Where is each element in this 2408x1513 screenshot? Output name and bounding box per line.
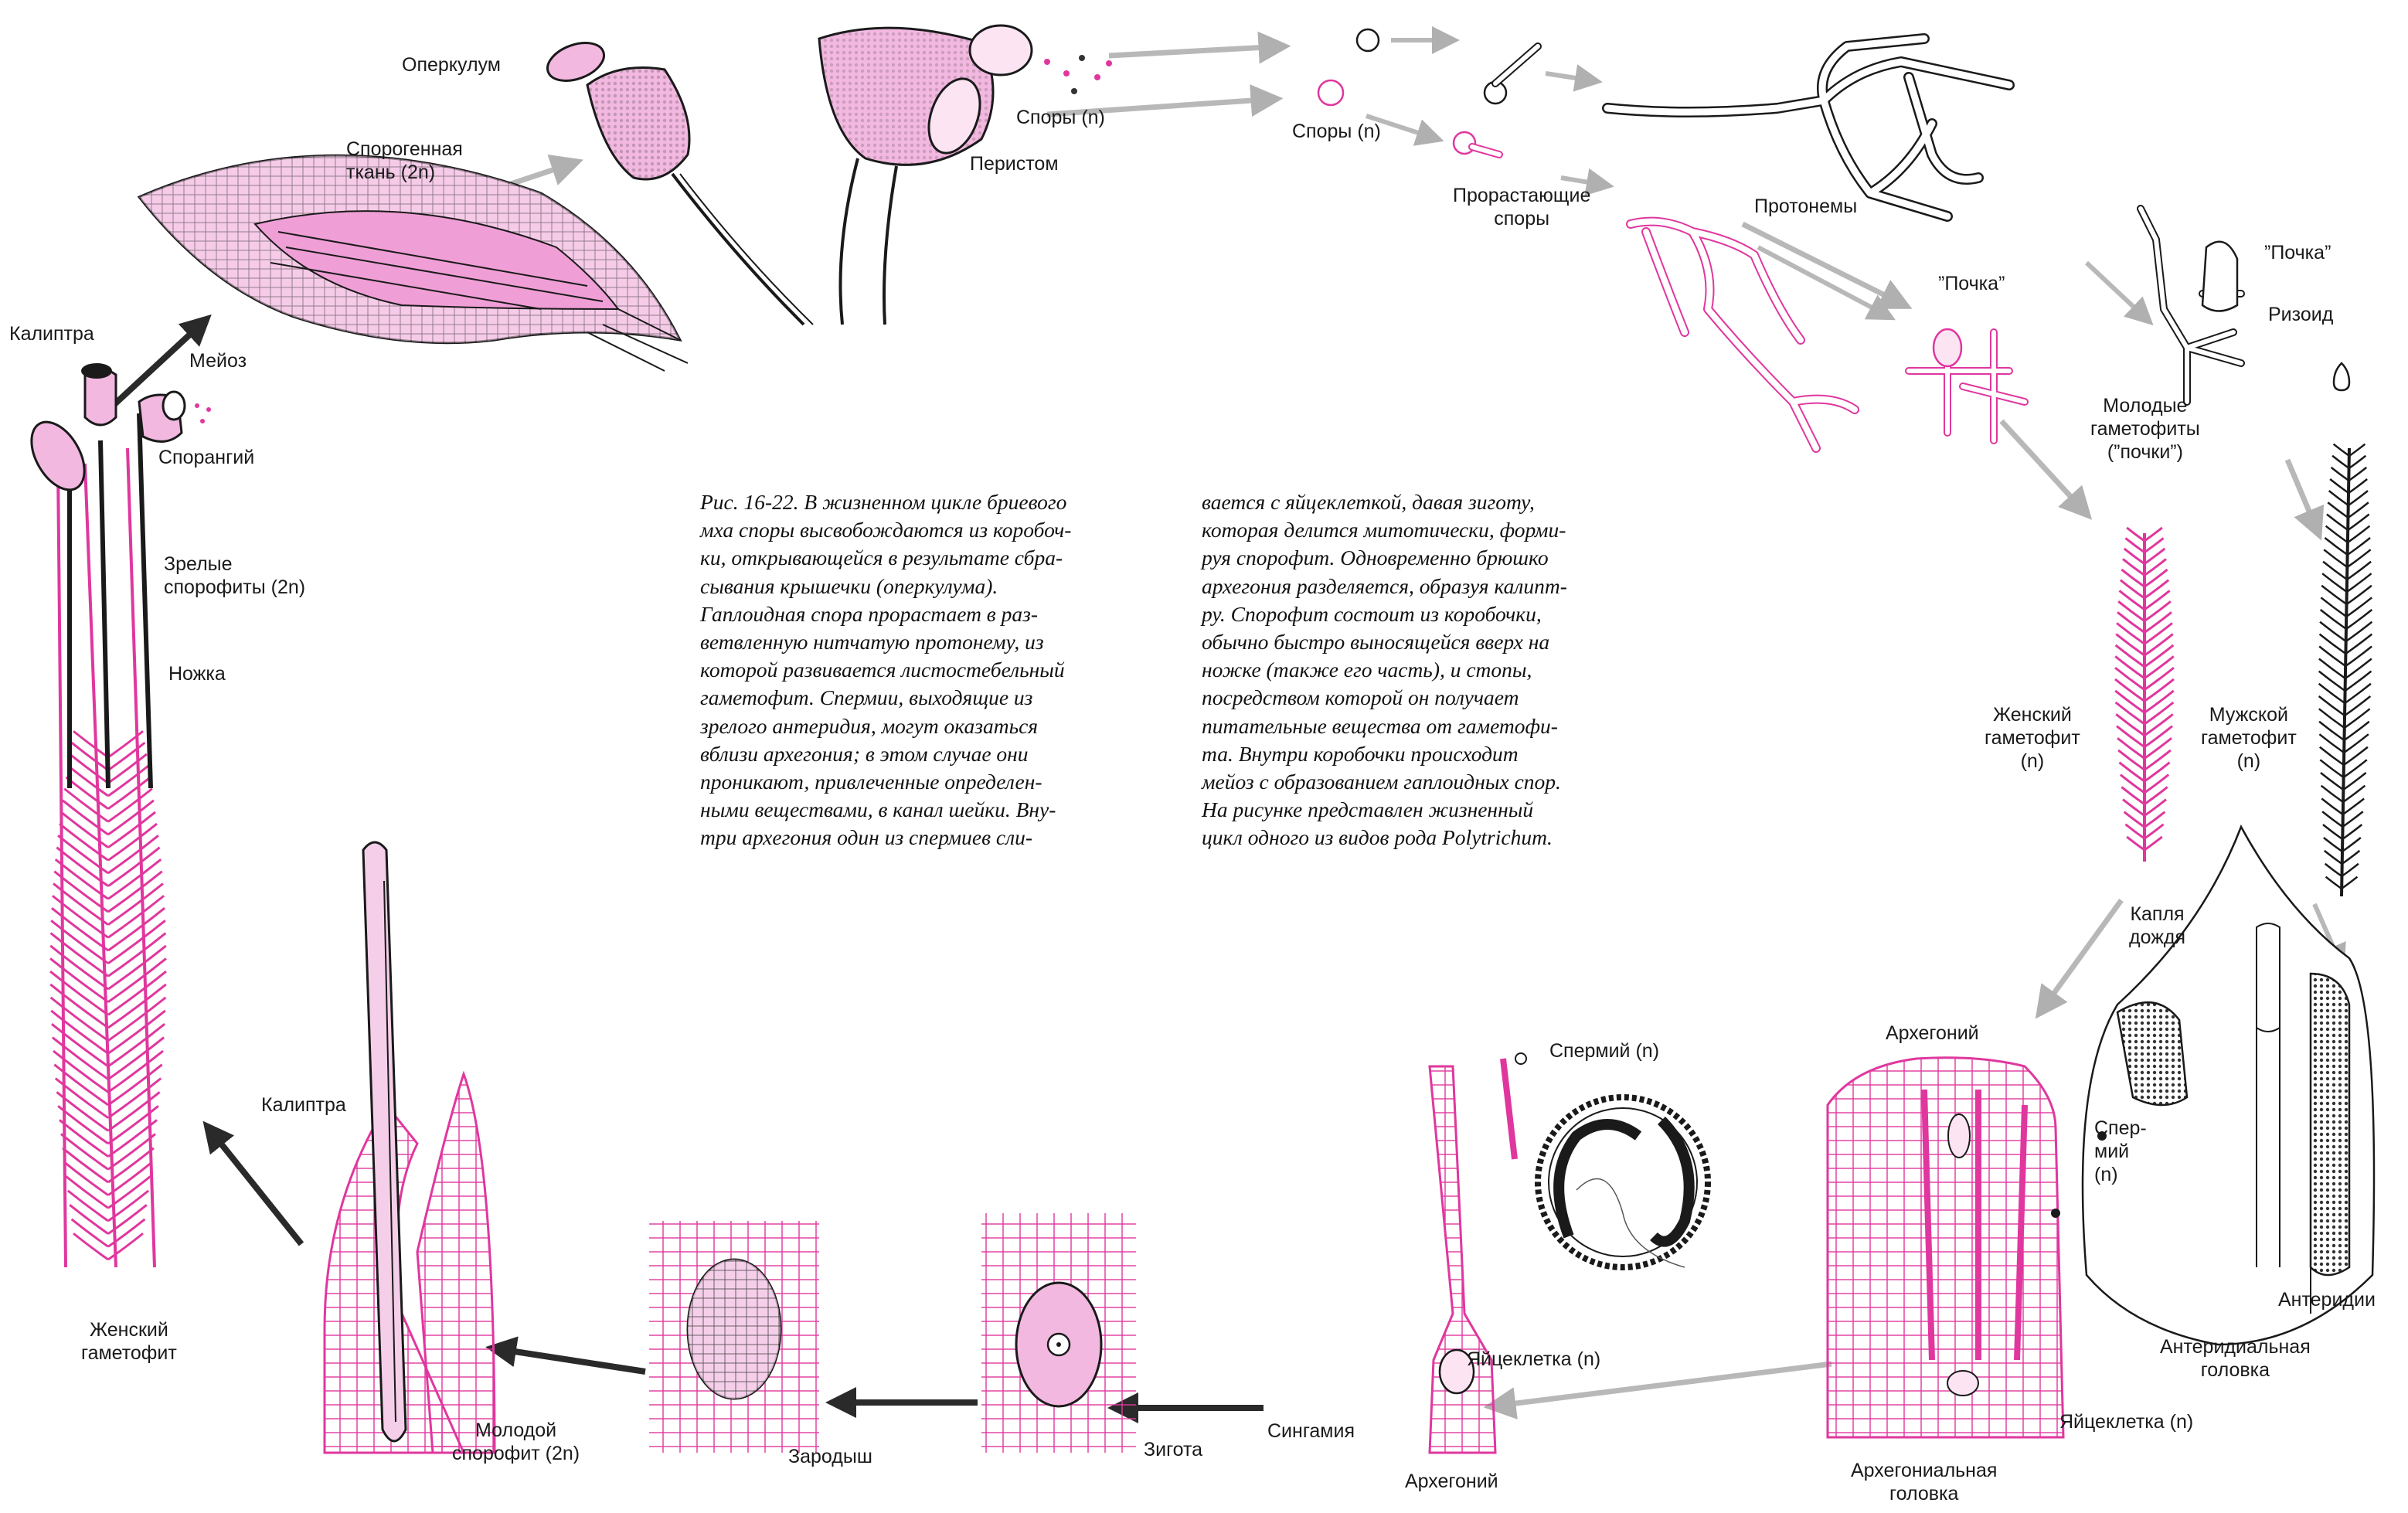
label-sperm-top: Спермий (n) bbox=[1549, 1040, 1659, 1062]
label-antheridial-head: Антеридиальная головка bbox=[2160, 1335, 2311, 1382]
label-germinating-spores: Прорастающие споры bbox=[1453, 184, 1590, 230]
caption-line: которой развивается листостебельный bbox=[700, 656, 1071, 684]
caption-line: гаметофит. Спермии, выходящие из bbox=[700, 684, 1071, 712]
sperm-magnified bbox=[1538, 1097, 1708, 1267]
caption-line: Гаплоидная спора прорастает в раз- bbox=[700, 600, 1071, 628]
label-spores-mid: Споры (n) bbox=[1292, 121, 1381, 142]
caption-line: ными веществами, в канал шейки. Вну- bbox=[700, 796, 1071, 824]
arrow-embryo-to-young-sporophyte bbox=[495, 1348, 645, 1372]
caption-line: На рисунке представлен жизненный bbox=[1202, 796, 1567, 824]
caption-line: вается с яйцеклеткой, давая зиготу, bbox=[1202, 488, 1567, 516]
label-female-gametophyte-left: Женский гаметофит bbox=[81, 1318, 177, 1365]
caption-line: цикл одного из видов рода Polytrichum. bbox=[1202, 824, 1567, 852]
archegonium-figure bbox=[1430, 1053, 1526, 1453]
caption-line: руя спорофит. Одновременно брюшко bbox=[1202, 544, 1567, 572]
caption-line: ножке (также его часть), и стопы, bbox=[1202, 656, 1567, 684]
label-male-gametophyte: Мужской гаметофит (n) bbox=[2201, 703, 2297, 773]
caption-line: мейоз с образованием гаплоидных спор. bbox=[1202, 768, 1567, 796]
female-gametophyte-mid bbox=[2115, 528, 2174, 862]
label-spores-top: Споры (n) bbox=[1016, 107, 1105, 128]
label-raindrop: Капля дождя bbox=[2129, 903, 2185, 949]
label-young-sporophyte: Молодой спорофит (2n) bbox=[452, 1419, 580, 1465]
caption-right: вается с яйцеклеткой, давая зиготу,котор… bbox=[1202, 488, 1567, 852]
young-sporophyte-figure bbox=[301, 842, 495, 1453]
arrow-protonemata-to-young bbox=[2087, 263, 2148, 321]
caption-line: та. Внутри коробочки происходит bbox=[1202, 740, 1567, 768]
label-rhizoid: Ризоид bbox=[2268, 304, 2334, 325]
caption-line: питательные вещества от гаметофи- bbox=[1202, 712, 1567, 740]
caption-line: посредством которой он получает bbox=[1202, 684, 1567, 712]
capsule-section bbox=[139, 155, 688, 371]
label-meiosis: Мейоз bbox=[189, 350, 247, 372]
caption-line: проникают, привлеченные определен- bbox=[700, 768, 1071, 796]
label-seta: Ножка bbox=[168, 663, 226, 685]
label-archegonium-bottom: Архегоний bbox=[1405, 1470, 1498, 1492]
caption-line: мха споры высвобождаются из коробоч- bbox=[700, 516, 1071, 544]
caption-line: зрелого антеридия, могут оказаться bbox=[700, 712, 1071, 740]
male-gametophyte bbox=[2319, 444, 2372, 896]
caption-line: архегония разделяется, образуя калипт- bbox=[1202, 573, 1567, 600]
spores-protonemata bbox=[1318, 29, 2349, 448]
archegonial-head bbox=[1828, 1058, 2063, 1437]
caption-line: ру. Спорофит состоит из коробочки, bbox=[1202, 600, 1567, 628]
label-antheridia: Антеридии bbox=[2278, 1289, 2376, 1311]
label-archegonial-head: Архегониальная головка bbox=[1851, 1459, 1997, 1505]
label-mature-sporophytes: Зрелые спорофиты (2n) bbox=[164, 552, 305, 599]
label-sperm-right: Спер- мий (n) bbox=[2094, 1117, 2147, 1186]
label-archegonium-head-top: Архегоний bbox=[1886, 1022, 1979, 1044]
caption-line: Рис. 16-22. В жизненном цикле бриевого bbox=[700, 488, 1071, 516]
caption-line: три архегония один из спермиев сли- bbox=[700, 824, 1071, 852]
caption-line: ки, открывающейся в результате сбра- bbox=[700, 544, 1071, 572]
caption-line: вблизи архегония; в этом случае они bbox=[700, 740, 1071, 768]
arrow-bud-to-female bbox=[2002, 421, 2087, 514]
embryo-figure bbox=[649, 1221, 819, 1453]
label-zygote: Зигота bbox=[1144, 1439, 1202, 1460]
caption-line: обычно быстро выносящейся вверх на bbox=[1202, 628, 1567, 656]
caption-line: сывания крышечки (оперкулума). bbox=[700, 573, 1071, 600]
label-syngamy: Сингамия bbox=[1267, 1420, 1355, 1442]
label-female-gametophyte-mid: Женский гаметофит (n) bbox=[1985, 703, 2080, 773]
arrow-germ-to-protonema bbox=[1546, 73, 1596, 81]
label-protonemata: Протонемы bbox=[1754, 196, 1857, 217]
caption-line: ветвленную нитчатую протонему, из bbox=[700, 628, 1071, 656]
caption-line: которая делится митотически, форми- bbox=[1202, 516, 1567, 544]
label-sporogenous: Спорогенная ткань (2n) bbox=[346, 138, 463, 184]
label-sporangium: Спорангий bbox=[158, 447, 254, 468]
label-young-gametophytes: Молодые гаметофиты (”почки”) bbox=[2090, 394, 2200, 464]
arrow-young-to-male bbox=[2287, 460, 2318, 533]
label-peristome: Перистом bbox=[970, 153, 1059, 175]
arrow-young-sporophyte-to-gametophyte bbox=[209, 1128, 301, 1244]
label-egg-right: Яйцеклетка (n) bbox=[2059, 1411, 2193, 1433]
arrow-female-to-archegonial bbox=[2040, 900, 2121, 1012]
label-operculum: Оперкулум bbox=[402, 54, 501, 76]
open-capsule bbox=[819, 26, 1112, 325]
label-calyptra-top: Калиптра bbox=[9, 323, 94, 345]
female-gametophyte-left bbox=[21, 363, 211, 1267]
zygote-figure bbox=[981, 1213, 1136, 1453]
label-egg-left: Яйцеклетка (n) bbox=[1467, 1348, 1600, 1370]
arrow-capsule-to-spores bbox=[1109, 46, 1283, 56]
label-calyptra-bottom: Калиптра bbox=[261, 1094, 346, 1116]
label-bud-mid: ”Почка” bbox=[1938, 272, 2005, 295]
label-bud-top: ”Почка” bbox=[2264, 241, 2331, 264]
antheridial-head bbox=[2051, 827, 2374, 1345]
label-embryo: Зародыш bbox=[788, 1446, 872, 1467]
arrow-archegonial-to-archegonium bbox=[1491, 1364, 1832, 1406]
